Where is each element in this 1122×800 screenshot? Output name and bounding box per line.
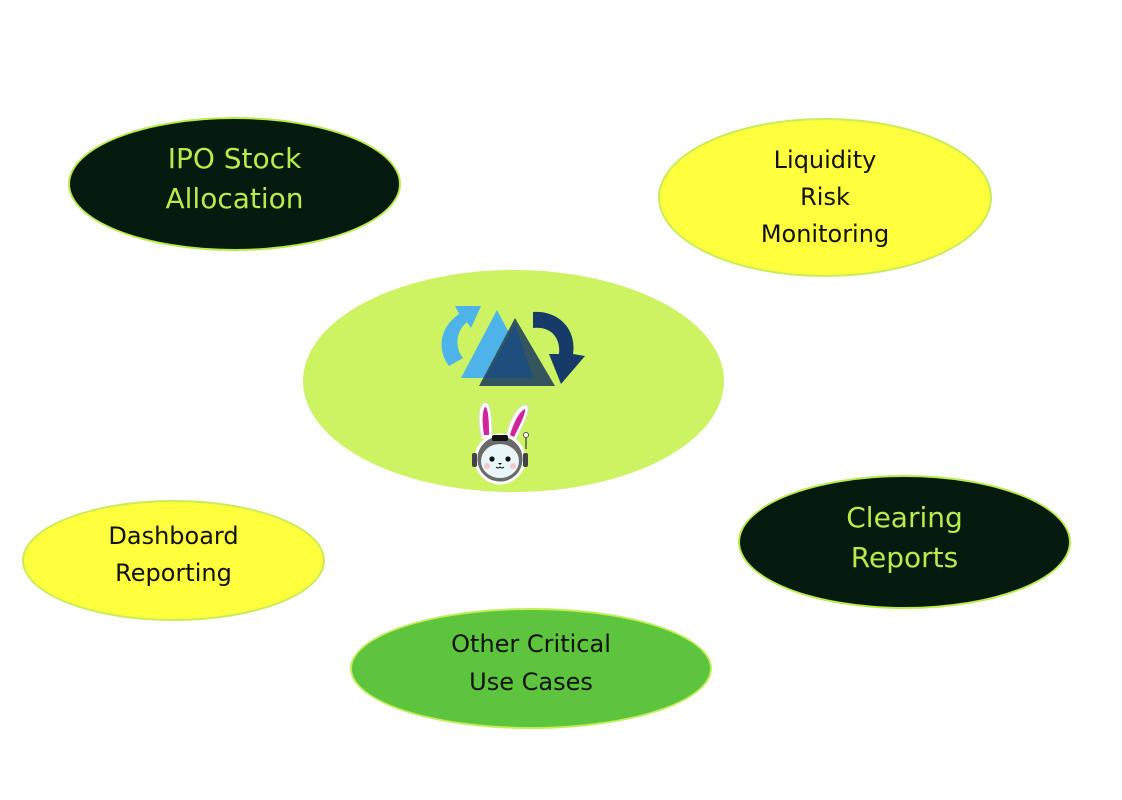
bunny-left-ear-inner bbox=[482, 407, 489, 435]
bunny-face bbox=[481, 444, 519, 478]
astronaut-bunny-mascot-icon bbox=[472, 402, 529, 485]
node-ipo-stock-allocation: IPO Stock Allocation bbox=[68, 117, 401, 251]
node-dashboard-reporting: Dashboard Reporting bbox=[22, 500, 325, 621]
node-other-critical-use-cases: Other Critical Use Cases bbox=[350, 608, 712, 729]
sync-triangles-logo-icon bbox=[441, 306, 585, 386]
logo-right-arrow bbox=[533, 311, 585, 384]
node-label: Other Critical Use Cases bbox=[451, 629, 611, 696]
bunny-right-ear-inner bbox=[510, 409, 526, 437]
node-liquidity-risk-monitoring: Liquidity Risk Monitoring bbox=[658, 118, 992, 277]
logo-left-arrow bbox=[441, 306, 481, 366]
node-label: Dashboard Reporting bbox=[108, 521, 239, 587]
node-label: IPO Stock Allocation bbox=[165, 142, 304, 215]
node-label: Clearing Reports bbox=[846, 501, 963, 574]
node-label: Liquidity Risk Monitoring bbox=[760, 146, 890, 248]
node-clearing-reports: Clearing Reports bbox=[738, 475, 1071, 609]
logo-overlap-triangle bbox=[485, 324, 533, 378]
